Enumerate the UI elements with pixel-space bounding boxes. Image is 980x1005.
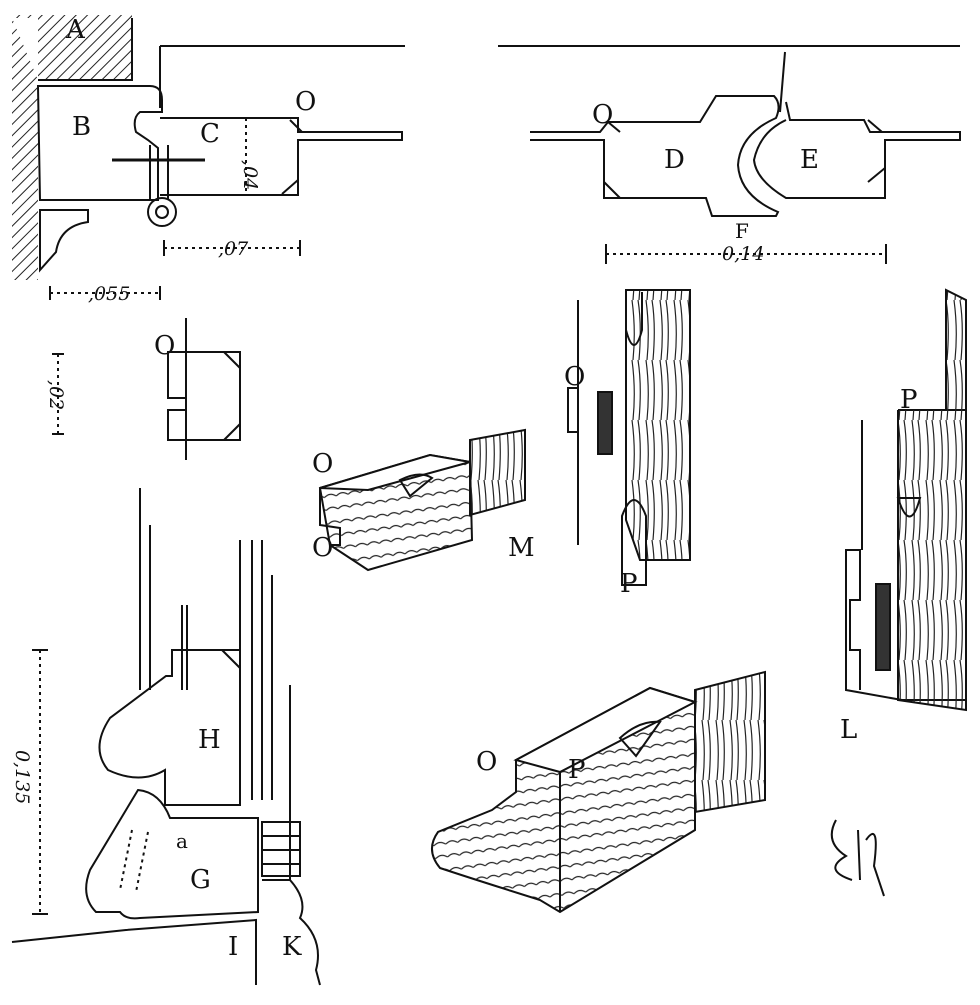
label-p-3: P: [568, 755, 586, 785]
label-l: L: [840, 715, 857, 745]
label-i: I: [228, 932, 238, 962]
label-g: G: [190, 865, 211, 895]
label-e: E: [800, 145, 819, 175]
dim-055: ,055: [88, 283, 130, 305]
label-p-2: P: [900, 385, 918, 415]
dimension-labels: ,055 ,07 ,04 0,14 ,02 0,135: [11, 160, 764, 804]
label-d: D: [664, 145, 685, 175]
label-b: B: [72, 112, 91, 142]
label-o-3: O: [154, 331, 175, 361]
label-h: H: [198, 725, 221, 755]
label-o-7: O: [476, 747, 497, 777]
label-c: C: [200, 119, 220, 149]
dim-04: ,04: [239, 160, 261, 190]
label-o-4: O: [564, 362, 585, 392]
vertical-piece-l: [845, 288, 967, 712]
label-m: M: [508, 533, 535, 563]
section-de: [498, 45, 961, 264]
label-a-small: a: [176, 829, 188, 853]
dim-0135: 0,135: [11, 750, 33, 804]
section-abc: [12, 15, 405, 300]
dim-014: 0,14: [722, 243, 764, 265]
label-k: K: [282, 932, 302, 962]
signature-mark: [830, 819, 885, 897]
label-o-6: O: [312, 533, 333, 563]
label-p-1: P: [620, 569, 638, 599]
block-large: [431, 670, 766, 914]
section-hg: [11, 488, 321, 986]
section-small-o: [52, 318, 241, 460]
label-o-5: O: [312, 449, 333, 479]
vertical-bar-p: [567, 289, 691, 586]
block-m: [318, 428, 526, 572]
label-f: F: [735, 219, 749, 243]
label-o-1: O: [295, 87, 316, 117]
label-a: A: [65, 15, 86, 45]
dim-07: ,07: [218, 238, 249, 260]
dim-02: ,02: [45, 380, 67, 410]
label-o-2: O: [592, 100, 613, 130]
figure-labels: A B C O O D E F O O O O M P P L H G a I …: [65, 15, 918, 962]
